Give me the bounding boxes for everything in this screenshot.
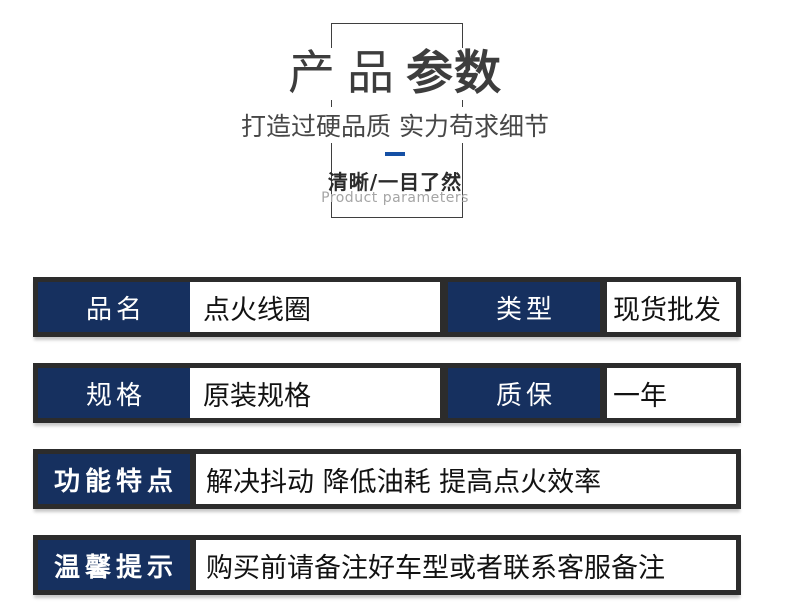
page-subtitle: 打造过硬品质 实力苟求细节: [0, 107, 790, 143]
param-value-warranty: 一年: [607, 368, 736, 418]
param-value-notice: 购买前请备注好车型或者联系客服备注: [196, 540, 736, 590]
page-title: 产品参数: [0, 48, 790, 100]
page-title-light: 产品: [288, 46, 406, 101]
param-label-features: 功能特点: [38, 454, 190, 504]
tagline-chinese: 清晰/一目了然: [327, 170, 463, 194]
param-value-spec: 原装规格: [190, 368, 440, 418]
param-value-features: 解决抖动 降低油耗 提高点火效率: [196, 454, 736, 504]
param-label-notice: 温馨提示: [38, 540, 190, 590]
param-value-type: 现货批发: [607, 282, 736, 332]
param-row-spec-warranty: 规格 原装规格 质保 一年: [33, 363, 741, 423]
param-row-notice: 温馨提示 购买前请备注好车型或者联系客服备注: [33, 535, 741, 595]
param-row-name-type: 品名 点火线圈 类型 现货批发: [33, 277, 741, 337]
param-label-name: 品名: [38, 282, 190, 332]
param-value-name: 点火线圈: [190, 282, 440, 332]
param-row-features: 功能特点 解决抖动 降低油耗 提高点火效率: [33, 449, 741, 509]
tagline-english: Product parameters: [321, 190, 469, 206]
param-label-spec: 规格: [38, 368, 190, 418]
params-table: 品名 点火线圈 类型 现货批发 规格 原装规格 质保 一年 功能特点 解决抖动 …: [33, 277, 741, 607]
accent-dash: [385, 152, 405, 156]
param-label-type: 类型: [448, 282, 600, 332]
page-title-bold: 参数: [406, 46, 502, 101]
param-label-warranty: 质保: [448, 368, 600, 418]
